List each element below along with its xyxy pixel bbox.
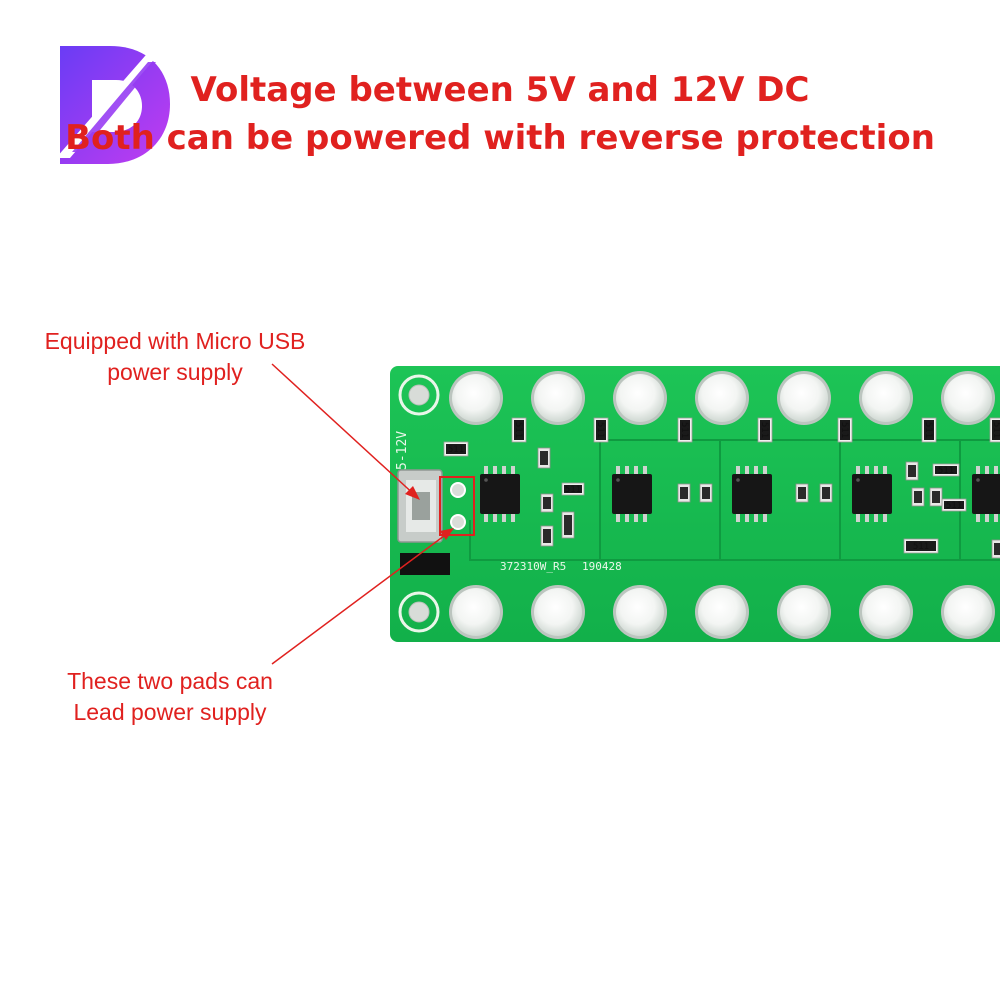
resistor: 511: [932, 463, 960, 477]
arrow-usb-head: [405, 486, 420, 500]
resistor: 511: [511, 417, 527, 443]
ic-chip: [732, 466, 772, 522]
resistor: 511: [903, 538, 939, 554]
led: [777, 371, 831, 425]
callout-usb-line2: power supply: [107, 359, 243, 385]
led-row-top: [449, 371, 995, 425]
callout-micro-usb: Equipped with Micro USB power supply: [20, 326, 330, 388]
led: [613, 585, 667, 639]
svg-text:511: 511: [938, 466, 954, 476]
resistor: 511: [921, 417, 937, 443]
capacitor: [540, 525, 554, 547]
led: [695, 371, 749, 425]
capacitor: [795, 483, 809, 503]
ic-chip: [480, 466, 520, 522]
svg-text:511: 511: [923, 422, 933, 438]
resistor: 511: [443, 441, 469, 457]
micro-usb-connector: [397, 469, 443, 543]
capacitor: [540, 493, 554, 513]
capacitor: [699, 483, 713, 503]
callout-pads-line1: These two pads can: [67, 668, 273, 694]
capacitor: [677, 483, 691, 503]
led: [777, 585, 831, 639]
headline-voltage: Voltage between 5V and 12V DC: [190, 70, 810, 110]
svg-text:511: 511: [513, 422, 523, 438]
smd-components: 511 511 511 511 511 511 511 511 511 511 511 511: [443, 417, 1000, 559]
resistor: 511: [677, 417, 693, 443]
capacitor: [819, 483, 833, 503]
capacitor: [561, 511, 575, 539]
resistor: 511: [989, 417, 1000, 443]
led-row-bottom: [449, 585, 995, 639]
led: [695, 585, 749, 639]
callout-power-pads: These two pads can Lead power supply: [40, 666, 300, 728]
resistor: 511: [593, 417, 609, 443]
resistor: 511: [561, 482, 585, 496]
mounting-hole-bottom: [398, 591, 440, 633]
callout-pads-line2: Lead power supply: [73, 699, 267, 725]
led: [449, 585, 503, 639]
capacitor: [991, 539, 1000, 559]
svg-text:511: 511: [991, 422, 1000, 438]
arrow-pads-head: [440, 528, 454, 540]
pads-highlight-box: [439, 476, 475, 536]
pcb-board: [390, 366, 1000, 642]
ic-chip: [612, 466, 652, 522]
ic-group: [480, 466, 1000, 522]
mounting-hole-top: [398, 374, 440, 416]
diode: [400, 553, 450, 575]
svg-text:511: 511: [679, 422, 689, 438]
svg-text:511: 511: [448, 445, 464, 455]
led: [941, 585, 995, 639]
capacitor: [905, 461, 919, 481]
svg-text:511: 511: [946, 501, 962, 511]
led: [613, 371, 667, 425]
capacitor: [929, 487, 943, 507]
callout-usb-line1: Equipped with Micro USB: [44, 328, 306, 354]
arrow-pads: [271, 529, 453, 665]
pcb-traces: [469, 439, 1000, 561]
led: [449, 371, 503, 425]
resistor: 511: [941, 498, 967, 512]
svg-text:511: 511: [913, 542, 929, 552]
ic-chip: [972, 466, 1000, 522]
capacitor: [537, 447, 551, 469]
led: [859, 585, 913, 639]
svg-text:511: 511: [759, 422, 769, 438]
silkscreen-model: 372310W_R5: [500, 560, 566, 573]
ic-chip: [852, 466, 892, 522]
led: [941, 371, 995, 425]
annotation-arrows: [271, 363, 453, 665]
led: [531, 371, 585, 425]
svg-text:511: 511: [565, 485, 581, 495]
silkscreen-date: 190428: [582, 560, 622, 573]
svg-text:511: 511: [595, 422, 605, 438]
resistor: 511: [757, 417, 773, 443]
capacitor: [911, 487, 925, 507]
resistor: 511: [837, 417, 853, 443]
power-pads: [450, 482, 466, 530]
svg-text:511: 511: [839, 422, 849, 438]
brand-logo: [56, 46, 170, 164]
led: [859, 371, 913, 425]
silkscreen-voltage: 5-12V: [395, 431, 410, 470]
headline-reverse-protection: Both can be powered with reverse protect…: [65, 118, 935, 158]
led: [531, 585, 585, 639]
